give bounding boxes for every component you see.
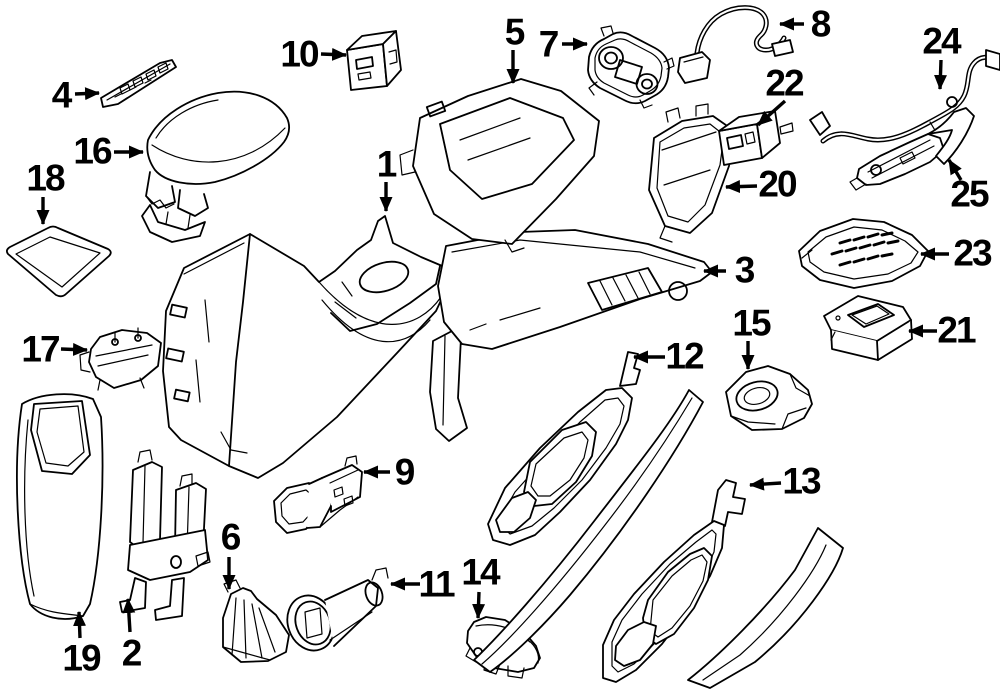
part-sketch-18-mat [5,225,112,298]
callout-label-21[interactable]: 21 [937,309,976,351]
callout-label-12[interactable]: 12 [665,335,704,377]
callout-label-20[interactable]: 20 [758,163,797,205]
part-sketch-25-bracket [849,107,975,191]
callout-arrow-22 [756,99,787,127]
part-sketch-4-mounting-rail [100,59,177,108]
callout-label-16[interactable]: 16 [73,130,112,172]
callout-label-7[interactable]: 7 [538,23,560,65]
part-sketch-11-socket [286,567,389,652]
part-sketch-24-harness-wire [809,49,1000,144]
callout-arrow-24 [933,59,947,90]
callout-label-23[interactable]: 23 [953,232,992,274]
part-sketch-3-side-trim [437,229,713,350]
callout-arrow-17 [60,342,88,356]
part-sketch-20-rear-bin [648,103,734,243]
part-sketch-16-armrest [141,90,291,243]
callout-arrow-10 [320,47,347,61]
callout-arrow-4 [74,87,100,101]
part-sketch-9-power-outlet [273,455,363,534]
callout-label-10[interactable]: 10 [280,33,319,75]
callout-arrow-19 [73,611,87,639]
callout-label-6[interactable]: 6 [220,516,242,558]
callout-label-8[interactable]: 8 [810,3,832,45]
callout-arrow-20 [725,180,758,194]
part-sketch-15-housing [725,365,813,431]
callout-label-14[interactable]: 14 [461,551,500,593]
part-sketch-2-mounting-bracket [119,449,211,621]
part-sketch-1-console-body [162,215,468,479]
callout-label-22[interactable]: 22 [765,62,804,104]
part-sketch-12-cover-plate [473,351,704,673]
callout-label-4[interactable]: 4 [51,74,73,116]
callout-arrow-2 [122,598,136,633]
part-sketch-6-boot [222,579,290,663]
part-sketch-21-tray [823,295,913,361]
part-sketch-17-bracket [79,327,162,391]
callout-arrow-13 [749,477,782,491]
callout-arrow-25 [947,159,963,181]
callout-label-19[interactable]: 19 [62,637,101,679]
callout-label-1[interactable]: 1 [376,143,398,185]
part-sketch-8-wiring-harness [677,5,794,84]
part-sketch-19-rear-panel [16,393,104,620]
callout-label-3[interactable]: 3 [734,249,756,291]
part-sketch-7-control-panel [587,25,675,109]
callout-arrow-14 [472,591,486,619]
callout-label-17[interactable]: 17 [21,328,60,370]
part-sketch-10-usb-box [346,30,402,91]
callout-label-15[interactable]: 15 [732,302,771,344]
callout-label-18[interactable]: 18 [26,157,65,199]
callout-label-13[interactable]: 13 [782,460,821,502]
callout-label-5[interactable]: 5 [504,11,526,53]
callout-label-11[interactable]: 11 [418,563,455,605]
callout-label-24[interactable]: 24 [922,20,961,62]
callout-label-9[interactable]: 9 [394,451,416,493]
part-sketch-13-cover-plate [602,479,844,689]
callout-label-2[interactable]: 2 [121,632,143,674]
callout-label-25[interactable]: 25 [950,173,989,215]
